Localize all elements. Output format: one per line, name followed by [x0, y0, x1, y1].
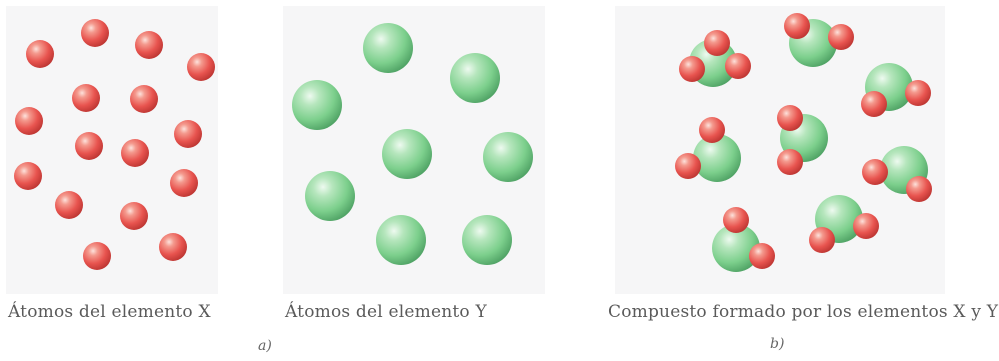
atom-y	[450, 53, 500, 103]
atom-x	[120, 202, 148, 230]
atoms-diagram	[14, 13, 932, 272]
molecule-atom-x	[777, 149, 803, 175]
molecule-xy	[675, 117, 741, 182]
atom-y	[483, 132, 533, 182]
molecule-atom-x	[809, 227, 835, 253]
molecule-xy	[679, 30, 751, 87]
atom-x	[130, 85, 158, 113]
subfigure-label-a: a)	[258, 338, 272, 354]
molecule-xy	[712, 207, 775, 272]
molecule-atom-x	[853, 213, 879, 239]
atom-x	[135, 31, 163, 59]
atom-y	[305, 171, 355, 221]
atom-y	[363, 23, 413, 73]
atom-x	[159, 233, 187, 261]
molecule-xy	[777, 105, 828, 175]
molecule-xy	[861, 63, 931, 117]
atom-y	[292, 80, 342, 130]
atom-x	[83, 242, 111, 270]
molecule-atom-y	[693, 134, 741, 182]
caption-compound: Compuesto formado por los elementos X y …	[608, 302, 999, 322]
molecule-atom-x	[704, 30, 730, 56]
molecule-atom-x	[906, 176, 932, 202]
molecule-atom-x	[675, 153, 701, 179]
element-x-atoms	[14, 19, 215, 270]
atom-x	[14, 162, 42, 190]
atom-y	[376, 215, 426, 265]
atom-x	[174, 120, 202, 148]
element-y-atoms	[292, 23, 533, 265]
molecule-xy	[784, 13, 854, 67]
molecule-atom-x	[679, 56, 705, 82]
molecule-atom-y	[712, 224, 760, 272]
atom-x	[55, 191, 83, 219]
molecule-xy	[809, 195, 879, 253]
subfigure-label-b: b)	[770, 336, 785, 352]
molecule-xy	[862, 146, 932, 202]
atom-x	[170, 169, 198, 197]
molecule-atom-x	[828, 24, 854, 50]
molecule-atom-x	[699, 117, 725, 143]
atom-x	[81, 19, 109, 47]
atom-x	[26, 40, 54, 68]
atom-x	[121, 139, 149, 167]
atom-x	[72, 84, 100, 112]
molecule-atom-x	[861, 91, 887, 117]
molecule-atom-x	[905, 80, 931, 106]
molecule-atom-x	[777, 105, 803, 131]
atom-x	[187, 53, 215, 81]
panel-compound-background	[615, 6, 945, 294]
molecule-atom-x	[862, 159, 888, 185]
caption-element-x: Átomos del elemento X	[8, 302, 211, 322]
compound-molecules	[675, 13, 932, 272]
molecule-atom-x	[725, 53, 751, 79]
atom-x	[15, 107, 43, 135]
molecule-atom-x	[784, 13, 810, 39]
molecule-atom-x	[723, 207, 749, 233]
molecule-atom-x	[749, 243, 775, 269]
atom-y	[382, 129, 432, 179]
atom-y	[462, 215, 512, 265]
atom-x	[75, 132, 103, 160]
caption-element-y: Átomos del elemento Y	[285, 302, 487, 322]
